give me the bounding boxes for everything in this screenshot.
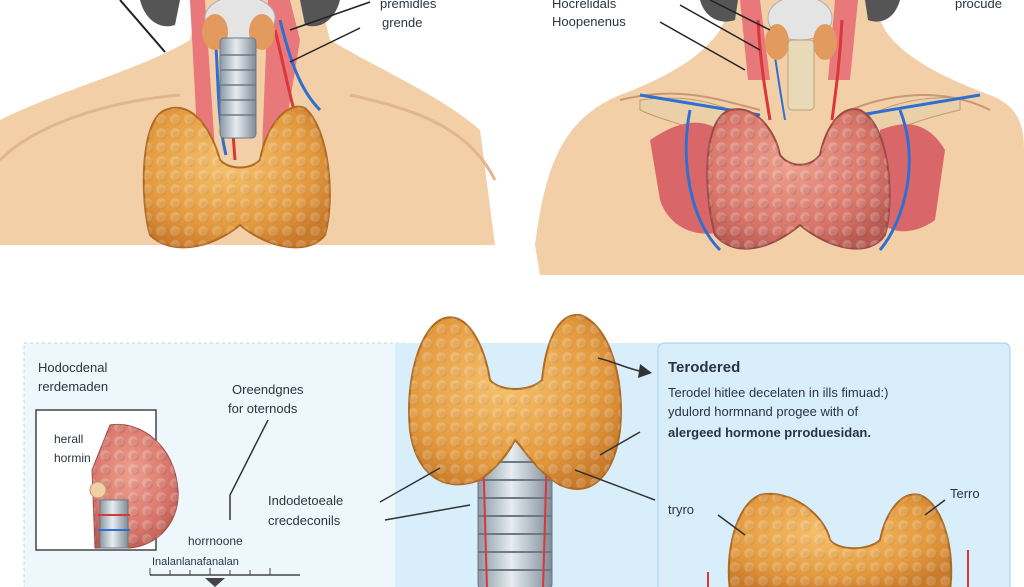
top-right-corner-label: procude [955, 0, 1002, 11]
left-inset-label-2: hormin [54, 451, 91, 465]
left-panel-callout-1: Oreendgnes [232, 382, 304, 397]
top-right-callout-2: Hoopenenus [552, 14, 626, 29]
left-inset-label-3: horrnoone [188, 534, 243, 548]
right-panel-text-line-2: ydulord hormnand progee with of [668, 404, 858, 419]
right-panel-text-line-3: alergeed hormone prroduesidan. [668, 425, 871, 440]
top-left-callout-1: premidles [380, 0, 437, 11]
center-callout-2: crecdeconils [268, 513, 341, 528]
left-inset-label-1: herall [54, 432, 83, 446]
center-callout-1: Indodetoeale [268, 493, 343, 508]
right-panel-text-line-1: Terodel hitlee decelaten in ills fimuad:… [668, 385, 888, 400]
center-thyroid-figure [379, 313, 656, 587]
top-left-neck-figure [0, 0, 497, 249]
left-panel-callout-2: for oternods [228, 401, 298, 416]
left-panel-title-line-2: rerdemaden [38, 379, 108, 394]
right-panel-title: Terodered [668, 359, 740, 376]
right-panel-callout-1: tryro [668, 502, 694, 517]
bottom-right-panel [657, 342, 1011, 587]
top-left-callout-2: grende [382, 15, 422, 30]
left-panel-title-line-1: Hodocdenal [38, 360, 107, 375]
right-panel-callout-2: Terro [950, 486, 980, 501]
top-right-neck-figure [535, 0, 1024, 275]
top-right-callout-1: Hocrelidals [552, 0, 617, 11]
left-ruler-label: Inalanlanafanalan [152, 556, 239, 568]
